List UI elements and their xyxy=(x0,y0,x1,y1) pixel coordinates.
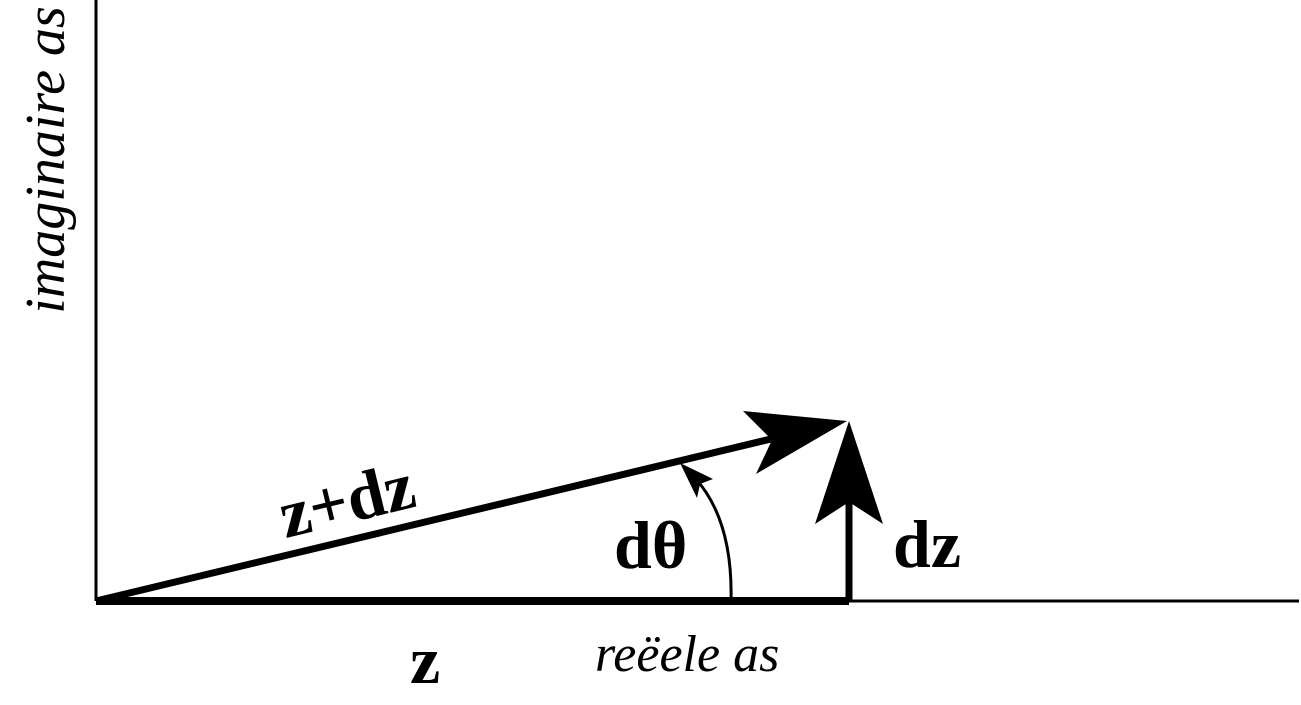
dtheta-arc xyxy=(693,476,733,602)
z-plus-dz-vector xyxy=(95,428,801,605)
dz-arrowhead xyxy=(815,421,883,524)
dz-label: dz xyxy=(893,506,961,582)
z-label: z xyxy=(410,622,440,698)
imaginary-axis-label: imaginaire as xyxy=(15,6,77,313)
z-plus-dz-arrowhead xyxy=(743,411,847,474)
z-plus-dz-label: z+dz xyxy=(271,447,422,553)
dtheta-arrowhead xyxy=(680,463,713,498)
real-axis-label: reëele as xyxy=(595,626,779,683)
dtheta-label: dθ xyxy=(614,507,687,583)
